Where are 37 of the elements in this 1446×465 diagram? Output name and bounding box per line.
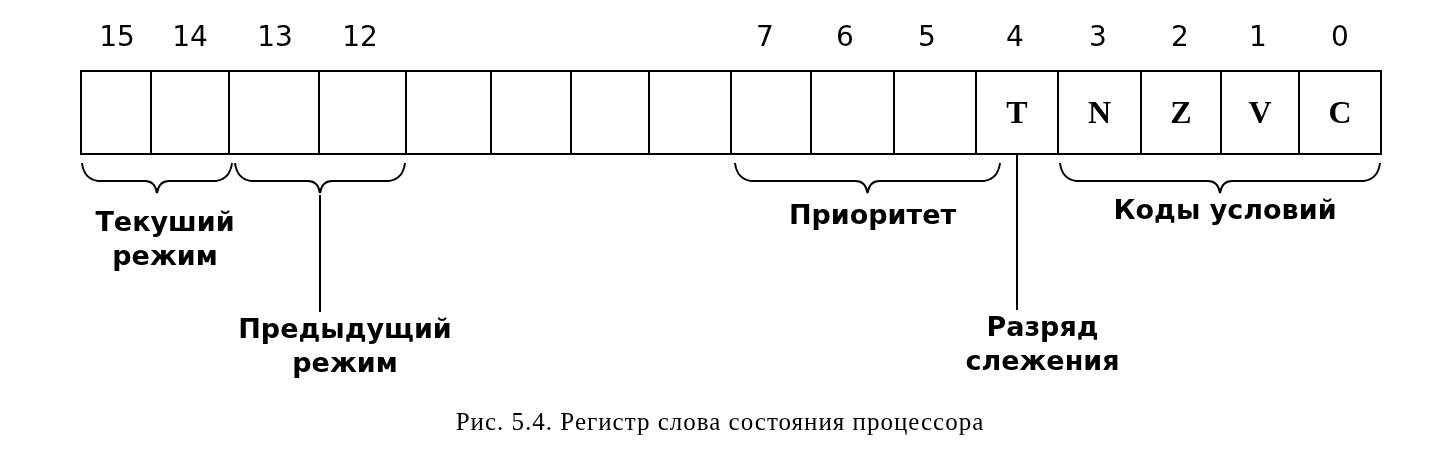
register-bit-cell xyxy=(648,70,732,155)
group-label: Коды условий xyxy=(1112,193,1338,227)
register-bit-cell xyxy=(405,70,492,155)
leader-line xyxy=(319,194,321,313)
register-bit-cell: Z xyxy=(1140,70,1222,155)
bit-number: 1 xyxy=(1248,20,1268,53)
bit-number: 14 xyxy=(171,20,209,53)
register-bit-cell xyxy=(810,70,895,155)
register-bit-cell xyxy=(893,70,977,155)
register-bit-cell xyxy=(228,70,320,155)
bit-number: 4 xyxy=(1005,20,1025,53)
figure-caption: Рис. 5.4. Регистр слова состояния процессора xyxy=(454,408,986,436)
bracket xyxy=(234,163,406,194)
register-bit-cell xyxy=(318,70,407,155)
group-label: Приоритет xyxy=(787,198,958,232)
bit-number: 15 xyxy=(98,20,136,53)
bit-number: 13 xyxy=(256,20,294,53)
register-bit-cell: N xyxy=(1057,70,1142,155)
bit-number: 3 xyxy=(1088,20,1108,53)
register-bit-cell xyxy=(150,70,230,155)
register-bit-cell xyxy=(80,70,152,155)
callout-text: Предыдущий режим xyxy=(215,312,475,380)
register-bit-cell: C xyxy=(1298,70,1382,155)
bit-number: 2 xyxy=(1170,20,1190,53)
leader-line xyxy=(1016,154,1018,311)
register-bit-cell: T xyxy=(975,70,1059,155)
callout-text: Разряд слежения xyxy=(950,310,1135,378)
register-bit-cell xyxy=(490,70,572,155)
bit-number: 6 xyxy=(835,20,855,53)
bit-number: 7 xyxy=(755,20,775,53)
bit-number: 0 xyxy=(1330,20,1350,53)
bit-number: 12 xyxy=(341,20,379,53)
register-bit-cell: V xyxy=(1220,70,1300,155)
group-label: Текуший режим xyxy=(94,205,236,273)
register-bit-cell xyxy=(570,70,650,155)
register-bit-cell xyxy=(730,70,812,155)
bit-number: 5 xyxy=(917,20,937,53)
